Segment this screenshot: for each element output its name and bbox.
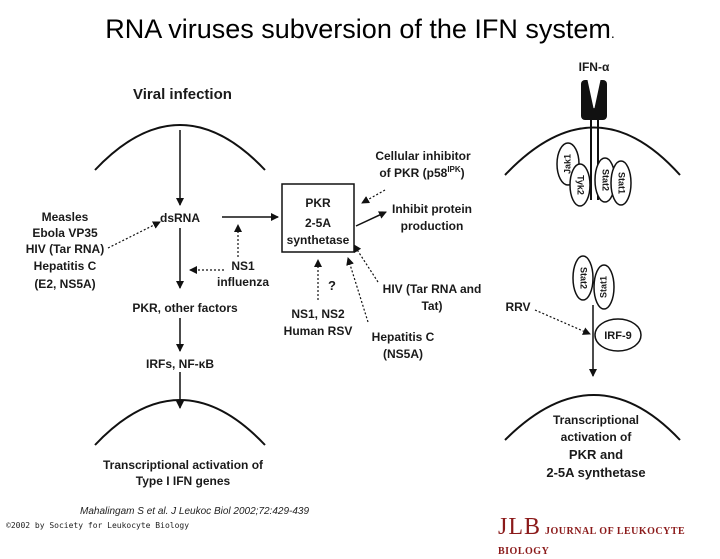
copyright: ©2002 by Society for Leukocyte Biology [6,521,190,530]
transcriptional-pkr-label-3: PKR and [569,447,623,462]
ifn-alpha-label: IFN-α [579,60,610,74]
title-period: . [610,25,615,41]
inhibit-hepc-to-pkr [346,257,369,323]
cellular-inhibitor-main: of PKR (p58 [379,166,447,180]
influenza-label: influenza [217,275,269,289]
jak1-label: Jak1 [562,154,572,174]
pkr-synthetase-box [281,183,355,253]
question-mark: ? [328,278,336,293]
human-rsv-label: Human RSV [284,324,353,338]
pkr-box-label-2: 2-5A [305,216,331,230]
tyk2-oval [569,163,591,207]
cell-membrane-top-right [504,126,681,176]
cellular-inhibitor-label-1: Cellular inhibitor [375,149,471,163]
arrow-pkr-to-inhibit-protein [355,211,387,227]
ifn-subversion-diagram: Viral infection Measles Ebola VP35 HIV (… [26,60,681,488]
measles-label-5: (E2, NS5A) [34,277,95,291]
tyk2-label: Tyk2 [576,175,586,195]
irf9-oval [594,318,642,352]
stat1-label-top: Stat1 [617,172,627,194]
cellular-inhibitor-end: ) [461,166,465,180]
inhibit-protein-label-2: production [401,219,464,233]
stat2-label-top: Stat2 [601,169,611,191]
pkr-box-label-3: synthetase [287,233,350,247]
stat2-oval-bottom [572,255,594,301]
transcriptional-pkr-label-2: activation of [561,430,633,444]
hepatitis-c-label-2: (NS5A) [383,347,423,361]
stat1-label-bottom: Stat1 [598,276,608,298]
cellular-inhibitor-superscript: IPK [447,165,461,174]
title-text: RNA viruses subversion of the IFN system [105,14,611,44]
ns1-label: NS1 [231,259,255,273]
transcriptional-ifn-label-2: Type I IFN genes [136,474,231,488]
inhibit-measles-to-dsrna [107,221,161,249]
measles-label-4: Hepatitis C [34,259,97,273]
transcriptional-pkr-label-4: 2-5A synthetase [546,465,645,480]
measles-label-3: HIV (Tar RNA) [26,242,104,256]
cellular-inhibitor-label-2: of PKR (p58IPK) [379,165,464,180]
pkr-box-label-1: PKR [305,196,331,210]
viral-infection-label: Viral infection [133,86,232,103]
citation: Mahalingam S et al. J Leukoc Biol 2002;7… [80,506,310,517]
hiv-tat-label-2: Tat) [421,299,442,313]
stat2-label-bottom: Stat2 [579,267,589,289]
transcriptional-pkr-label-1: Transcriptional [553,413,639,427]
ifn-alpha-ligand-icon [587,79,601,109]
transcriptional-ifn-label-1: Transcriptional activation of [103,458,264,472]
inhibit-hiv-to-pkr [353,244,379,283]
rrv-label: RRV [505,300,530,314]
hepatitis-c-label-1: Hepatitis C [372,330,435,344]
cell-membrane-bottom-right [504,394,681,441]
dsrna-label: dsRNA [160,211,200,225]
measles-label-1: Measles [42,210,89,224]
stat1-oval-bottom [593,264,615,310]
pkr-other-label: PKR, other factors [132,301,238,315]
stat1-oval-top [610,160,632,206]
journal-logo-mark: JLB [498,514,542,540]
hiv-tat-label-1: HIV (Tar RNA and [383,282,482,296]
cell-membrane-top-left [94,124,266,171]
inhibit-cellular-to-pkr [361,189,386,204]
irf9-label: IRF-9 [604,330,632,342]
journal-logo: JLB JOURNAL OF LEUKOCYTE BIOLOGY [498,514,720,559]
slide-title: RNA viruses subversion of the IFN system… [0,14,720,45]
irfs-nfkb-label: IRFs, NF-κB [146,357,214,371]
inhibit-protein-label-1: Inhibit protein [392,202,472,216]
ns1-ns2-label: NS1, NS2 [291,307,345,321]
inhibit-rrv-to-irf9 [534,309,591,335]
measles-label-2: Ebola VP35 [32,226,98,240]
